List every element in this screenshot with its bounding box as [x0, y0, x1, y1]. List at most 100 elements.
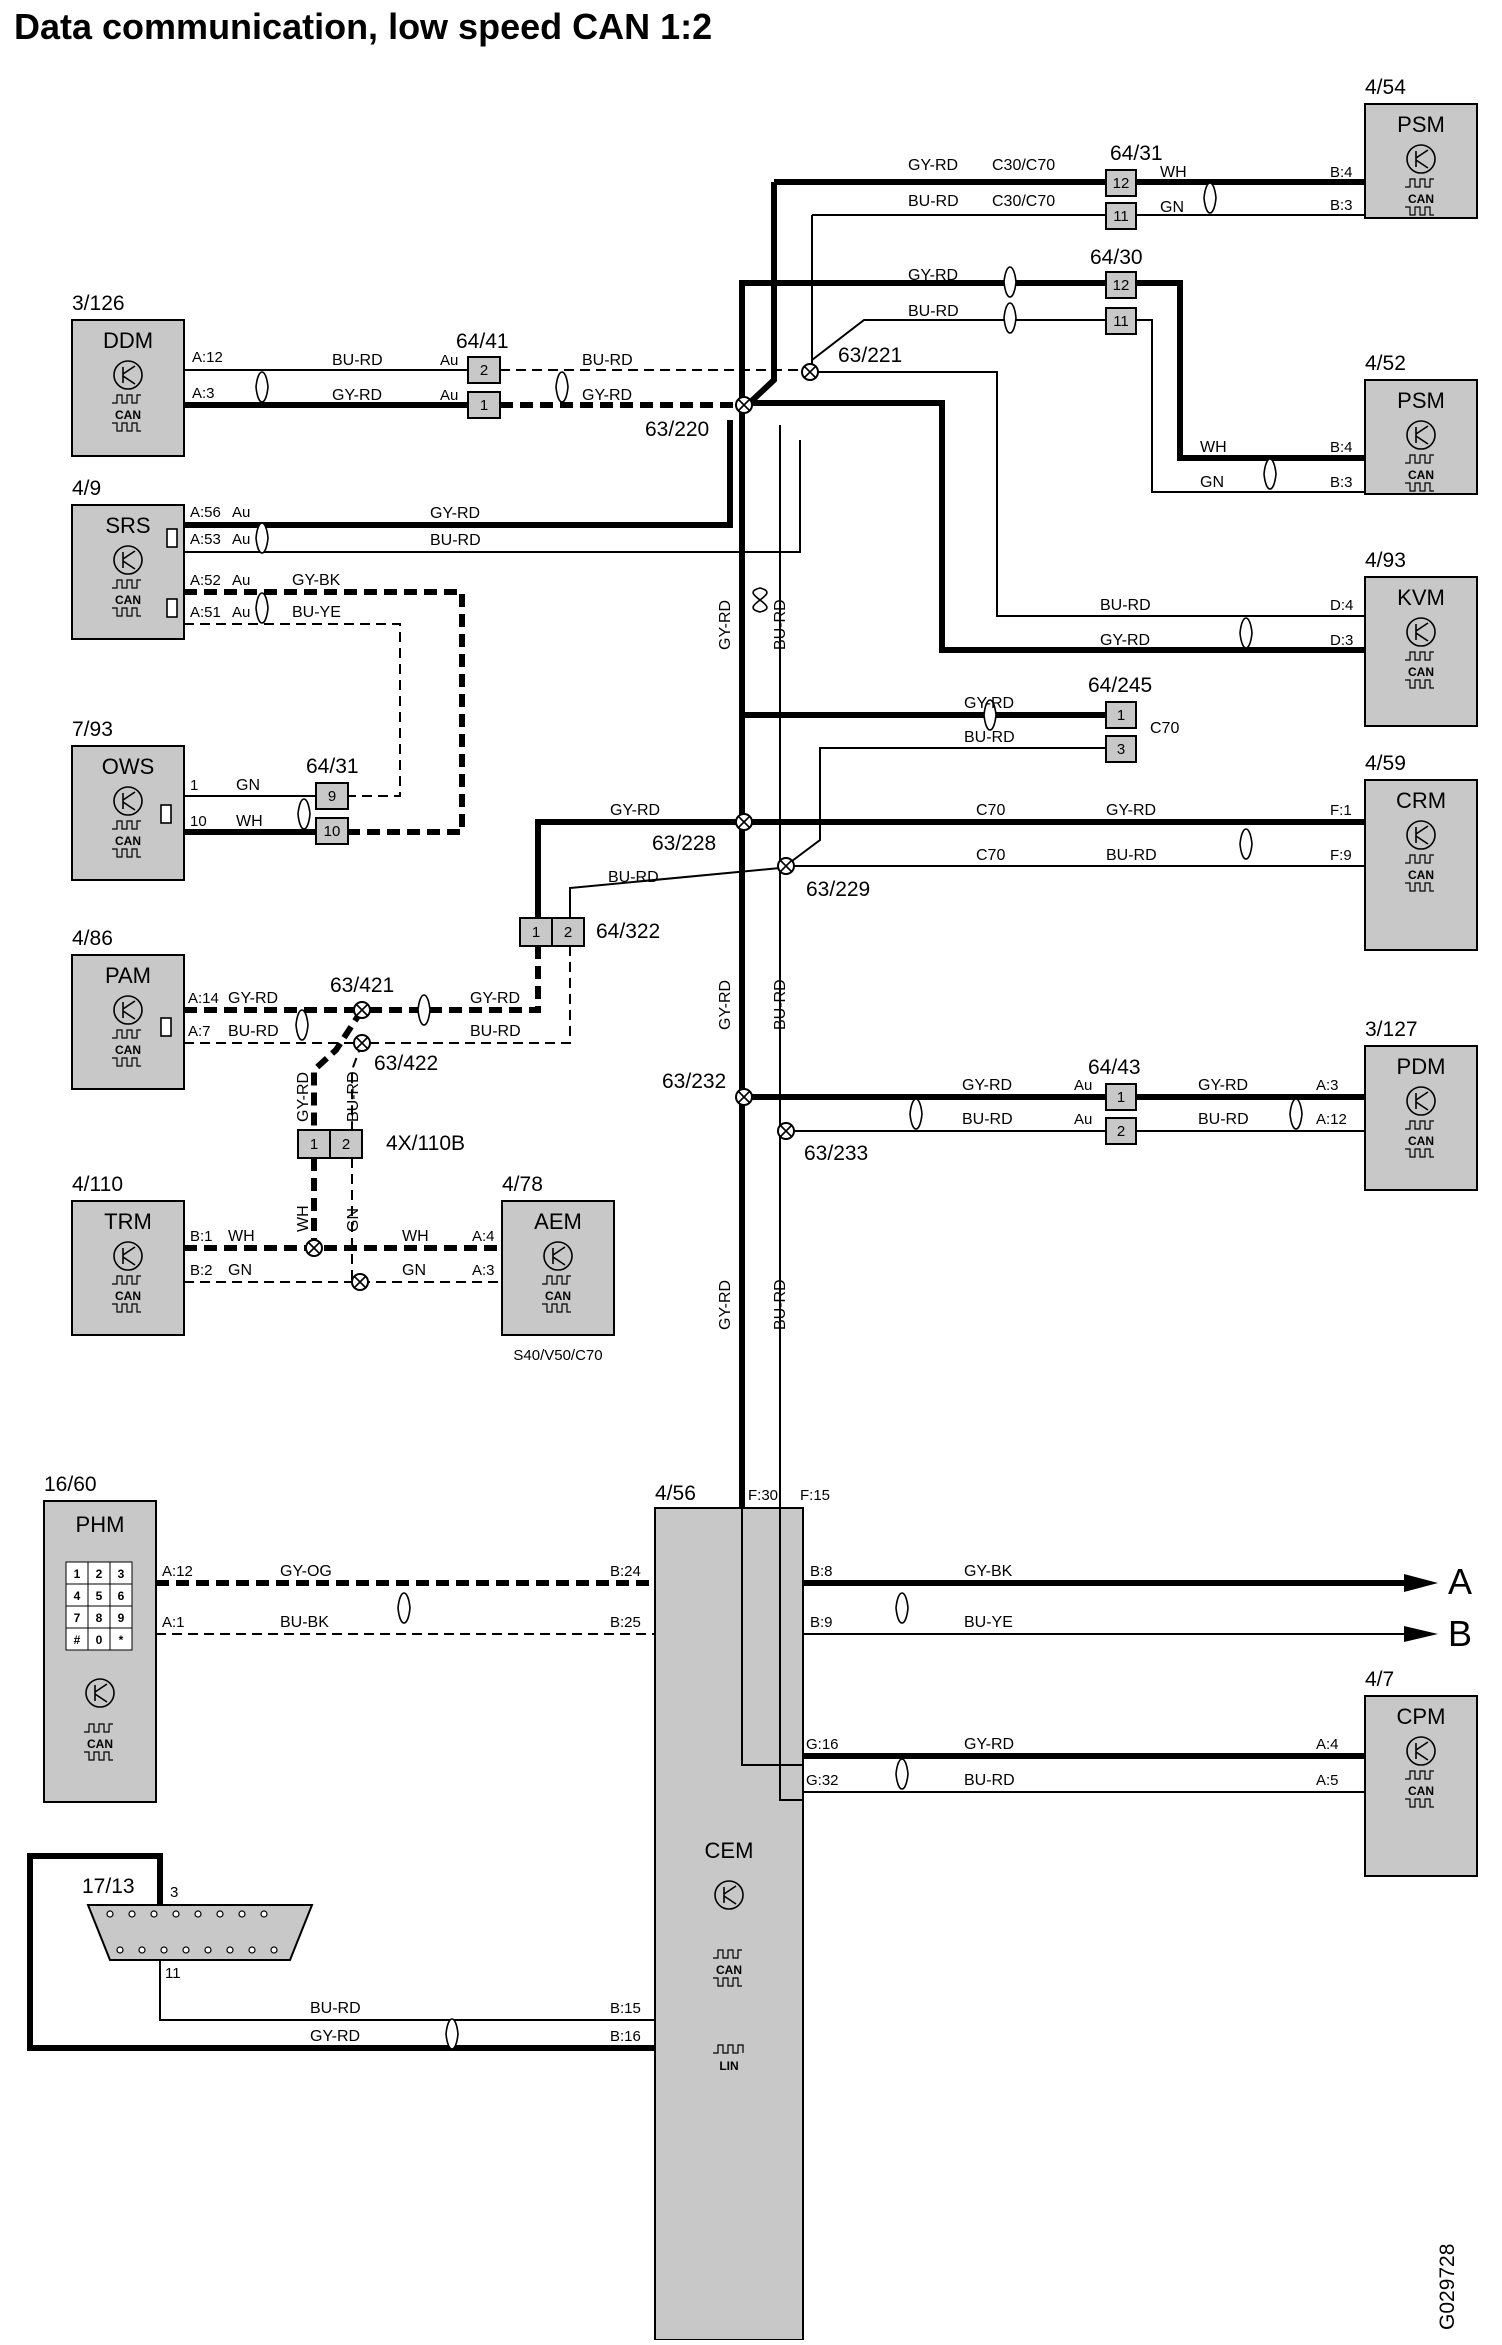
pin-label: 10	[190, 813, 207, 830]
can-label: CAN	[115, 1043, 141, 1057]
connector-pin-number: 2	[342, 1136, 350, 1153]
module-name: CPM	[1397, 1704, 1446, 1729]
connector-pin	[467, 391, 501, 419]
wire-color-label: WH	[228, 1228, 255, 1245]
can-bus-icon	[542, 1275, 571, 1285]
variant-label: C70	[976, 847, 1005, 864]
transistor-icon	[113, 545, 143, 575]
can-bus-icon	[1405, 1120, 1434, 1130]
connector-label: 64/30	[1090, 246, 1143, 269]
wire-color-label: BU-RD	[908, 193, 959, 210]
keypad-key-label: #	[74, 1633, 81, 1647]
can-bus-icon	[112, 848, 141, 858]
pin-label: A:12	[192, 349, 223, 366]
transistor-icon	[113, 786, 143, 816]
twist-symbol	[255, 371, 269, 403]
wire	[812, 371, 1365, 617]
wire-color-label: BU-RD	[228, 1023, 279, 1040]
wire	[811, 319, 1106, 361]
module-name: PDM	[1397, 1054, 1446, 1079]
can-label: CAN	[115, 408, 141, 422]
pin-label: B:3	[1330, 197, 1353, 214]
variant-label: C30/C70	[992, 157, 1055, 174]
wire-color-label: GY-RD	[295, 1072, 312, 1122]
splice-cross	[803, 365, 817, 379]
wire	[535, 819, 742, 918]
splice-cross	[737, 1090, 751, 1104]
keypad-key-label: 6	[118, 1589, 125, 1603]
twist-symbol	[752, 587, 768, 613]
transistor-icon	[1406, 617, 1436, 647]
figure-id: G029728	[1436, 2244, 1459, 2330]
connector-pin	[1105, 701, 1137, 729]
wire-color-label: BU-RD	[772, 599, 789, 650]
connector-pin-number: 1	[532, 924, 540, 941]
transistor-icon	[1415, 149, 1429, 169]
can-label: CAN	[1408, 468, 1434, 482]
connector-pin-dot	[270, 1946, 278, 1954]
wire-color-label: WH	[1160, 164, 1187, 181]
pin-label: A:4	[472, 1228, 495, 1245]
connector-pin-dot	[128, 1910, 136, 1918]
variant-label: Au	[440, 352, 458, 369]
connector-pin-dot	[116, 1946, 124, 1954]
resistor-icon	[166, 598, 178, 618]
pin-label: B:2	[190, 1262, 213, 1279]
twist-symbol	[1239, 617, 1253, 649]
transistor-icon	[113, 360, 143, 390]
pin-label: B:24	[610, 1563, 641, 1580]
module-name: TRM	[104, 1209, 152, 1234]
wire-color-label: BU-RD	[1198, 1111, 1249, 1128]
transistor-icon	[122, 791, 136, 811]
control-module-phm	[43, 1500, 157, 1803]
module-name: AEM	[534, 1209, 582, 1234]
wire-color-label: BU-RD	[310, 2000, 361, 2017]
connector-label: 64/245	[1088, 674, 1152, 697]
connector-pin-number: 1	[310, 1136, 318, 1153]
module-ref: 16/60	[44, 1473, 97, 1496]
pin-label: B:4	[1330, 439, 1353, 456]
wire-color-label: GY-RD	[1198, 1077, 1248, 1094]
connector-pin	[297, 1129, 331, 1159]
output-label: A	[1448, 1561, 1472, 1602]
wire-color-label: GY-RD	[964, 1736, 1014, 1753]
module-ref: 4/52	[1365, 352, 1406, 375]
twist-symbol	[255, 592, 269, 624]
connector-label: 64/43	[1088, 1056, 1141, 1079]
wire-color-label: BU-BK	[280, 1614, 329, 1631]
can-bus-icon	[112, 1303, 141, 1313]
control-module-psm2	[1364, 379, 1478, 495]
pin-label: A:14	[188, 990, 219, 1007]
twist-symbol	[909, 1098, 923, 1130]
can-bus-icon	[112, 820, 141, 830]
twist-symbol	[1239, 828, 1253, 860]
transistor-icon	[1406, 1736, 1436, 1766]
pin-label: A:1	[162, 1614, 185, 1631]
wire	[569, 867, 781, 918]
transistor-icon	[1406, 820, 1436, 850]
transistor-icon	[723, 1885, 737, 1905]
keypad-key-label: 5	[96, 1589, 103, 1603]
connector-label: 4X/110B	[386, 1132, 465, 1155]
pin-label: A:7	[188, 1023, 211, 1040]
control-module-cem	[654, 1507, 804, 2341]
connector-pin-number: 1	[1117, 1089, 1125, 1106]
connector-pin-number: 12	[1113, 175, 1130, 192]
can-label: CAN	[1408, 1784, 1434, 1798]
control-module-ddm	[71, 319, 185, 457]
pin-label: A:5	[1316, 1772, 1339, 1789]
twist-symbol	[297, 798, 311, 830]
can-bus-icon	[1405, 454, 1434, 464]
pin-label: F:1	[1330, 802, 1352, 819]
pin-label: D:4	[1330, 597, 1353, 614]
control-module-aem	[501, 1200, 615, 1336]
wire-color-label: BU-RD	[332, 352, 383, 369]
twist-symbol	[895, 1758, 909, 1790]
module-ref: 4/86	[72, 927, 113, 950]
module-ref: 7/93	[72, 718, 113, 741]
pin-label: 3	[170, 1884, 178, 1901]
splice-cross	[307, 1241, 321, 1255]
connector-pin-dot	[248, 1946, 256, 1954]
keypad-key-label: 1	[74, 1567, 81, 1581]
wire-color-label: GN	[402, 1262, 426, 1279]
